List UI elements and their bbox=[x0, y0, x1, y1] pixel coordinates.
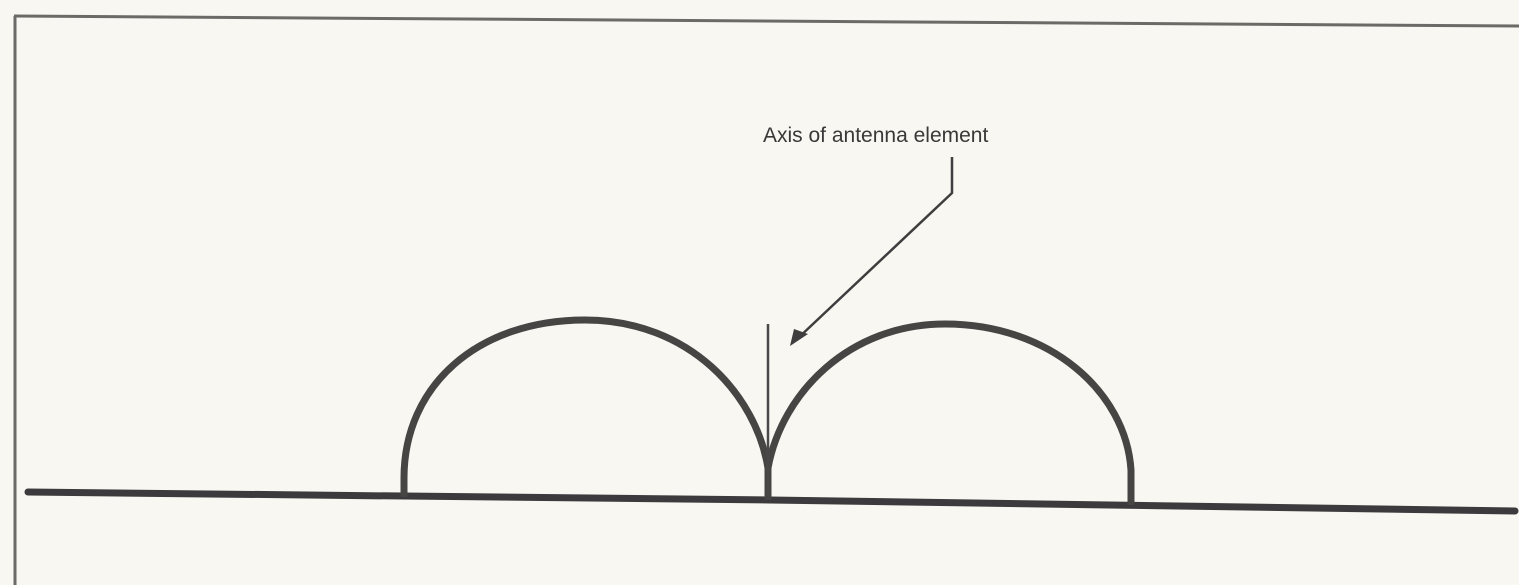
axis-label: Axis of antenna element bbox=[763, 124, 988, 147]
arrow-head-icon bbox=[790, 329, 808, 346]
leader-line bbox=[795, 157, 954, 341]
left-radiation-lobe bbox=[400, 316, 772, 500]
figure-frame bbox=[13, 14, 1519, 585]
right-radiation-lobe bbox=[764, 320, 1135, 505]
frame-top-edge bbox=[13, 14, 1519, 28]
annotation-leader bbox=[790, 157, 954, 346]
